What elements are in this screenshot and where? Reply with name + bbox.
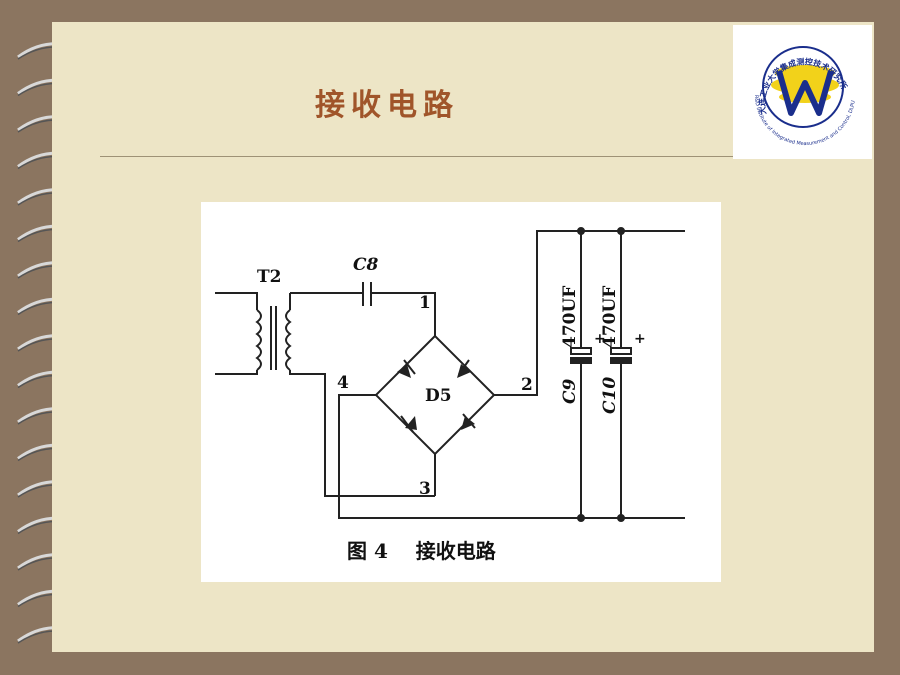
figure-caption: 图 4 接收电路 [347, 539, 497, 563]
label-node1: 1 [419, 293, 431, 313]
circuit-figure: T2 C8 1 D5 2 3 4 470UF C9 470UF C10 + + … [201, 202, 721, 582]
logo-emblem: 大连工业大学集成测控技术研究所 R&D Institute of Integra… [753, 46, 857, 147]
label-c10-plus: + [634, 331, 646, 347]
institute-logo: 大连工业大学集成测控技术研究所 R&D Institute of Integra… [733, 25, 872, 159]
label-node3: 3 [419, 479, 431, 499]
label-node2: 2 [521, 375, 533, 395]
label-c9-name: C9 [560, 378, 580, 404]
label-c8: C8 [353, 255, 379, 275]
label-node4: 4 [337, 373, 349, 393]
capacitor-c10 [610, 227, 632, 522]
label-c10-value: 470UF [600, 286, 620, 348]
label-c9-plus: + [594, 331, 606, 347]
label-d5: D5 [425, 386, 452, 406]
wire-c8-to-bridge [371, 292, 436, 336]
capacitor-c8 [362, 282, 372, 306]
slide-title: 接收电路 [315, 88, 459, 123]
capacitor-c9 [570, 227, 592, 522]
label-t2: T2 [257, 267, 281, 287]
wire-node2-top [494, 230, 685, 396]
title-divider [100, 156, 734, 157]
transformer-t2 [215, 292, 435, 497]
label-c9-value: 470UF [560, 286, 580, 348]
label-c10-name: C10 [600, 377, 620, 414]
wire-node4-bottom [338, 394, 685, 519]
receiver-circuit-diagram: T2 C8 1 D5 2 3 4 470UF C9 470UF C10 + + … [215, 227, 685, 563]
